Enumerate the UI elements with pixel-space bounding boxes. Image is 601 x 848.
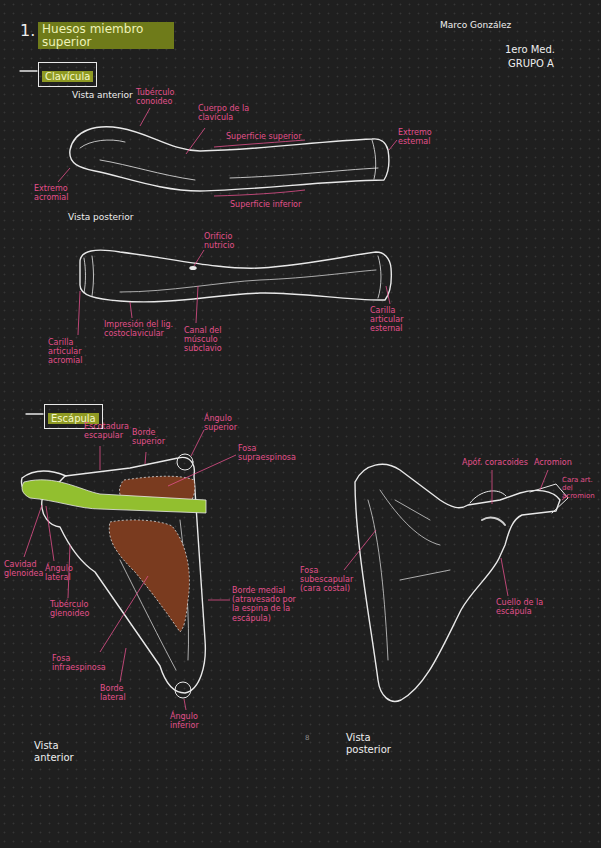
annotation-label: Orificio nutricio — [204, 232, 250, 250]
annotation-label: Impresión del lig. costoclavicular — [104, 320, 178, 338]
annotation-label: Ángulo inferior — [170, 712, 214, 730]
annotation-label: Extremo acromial — [34, 184, 80, 202]
annotation-label: Tubérculo conoideo — [136, 88, 192, 106]
annotation-label: Vista anterior — [34, 740, 84, 763]
annotation-label: Marco González — [440, 20, 530, 30]
annotation-label: Cuerpo de la clavícula — [198, 104, 270, 122]
annotation-label: Carilla articular esternal — [370, 306, 426, 334]
annotation-label: Borde medial (atravesado por la espina d… — [232, 586, 304, 623]
annotation-label: Escotadura escapular — [84, 422, 134, 440]
annotation-label: Cuello de la escápula — [496, 598, 546, 616]
annotation-label: 1ero Med. — [505, 44, 565, 56]
page-title: Huesos miembro superior — [38, 22, 174, 49]
section-heading: Clavícula — [42, 71, 93, 82]
annotation-label: 8 — [305, 734, 309, 742]
annotation-label: Vista posterior — [346, 732, 402, 755]
annotation-label: Tubérculo glenoideo — [50, 600, 98, 618]
section-heading-box: Clavícula — [38, 62, 97, 87]
annotation-label: Cavidad glenoidea — [4, 560, 44, 578]
annotation-label: Carilla articular acromial — [48, 338, 104, 366]
annotation-label: Superficie superior — [226, 132, 316, 141]
annotation-label: Extremo esternal — [398, 128, 448, 146]
annotation-label: Fosa supraespinosa — [238, 444, 294, 462]
annotation-label: Vista posterior — [68, 212, 148, 222]
annotation-label: GRUPO A — [508, 58, 568, 70]
annotation-label: Superficie inferior — [230, 200, 320, 209]
annotation-label: Acromion — [534, 458, 578, 467]
annotation-label: Ángulo superior — [204, 414, 246, 432]
annotation-label: Borde lateral — [100, 684, 146, 702]
annotation-label: 1. — [20, 22, 35, 40]
annotation-label: Apóf. coracoides — [462, 458, 530, 467]
annotation-label: Fosa infraespinosa — [52, 654, 116, 672]
annotation-label: Fosa subescapular (cara costal) — [300, 566, 364, 594]
annotation-label: Canal del músculo subclavio — [184, 326, 232, 354]
annotation-label: Cara art. del acromion — [562, 476, 598, 500]
annotation-label: Ángulo lateral — [45, 564, 81, 582]
annotation-label: Borde superior — [132, 428, 172, 446]
